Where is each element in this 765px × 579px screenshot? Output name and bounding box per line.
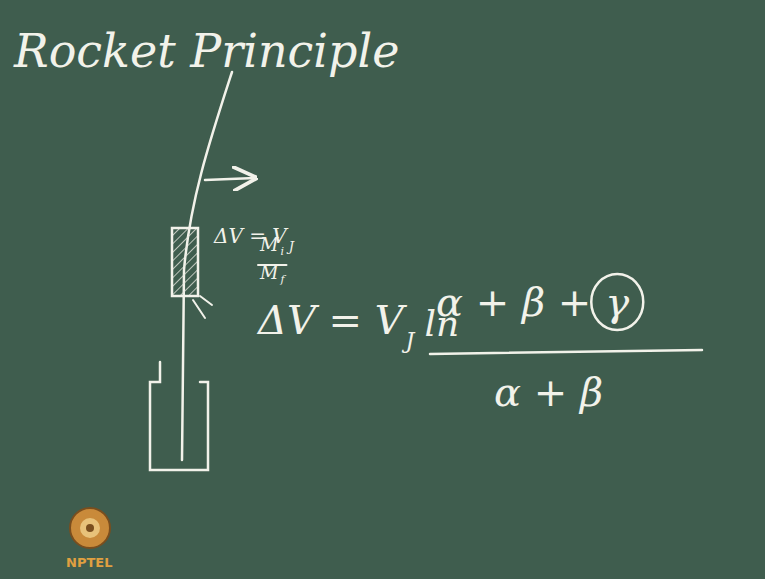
- equation-part: ΔV = V: [258, 300, 404, 340]
- circled-term: γ: [605, 282, 629, 322]
- numerator: α + β +: [436, 282, 591, 322]
- subscript: J: [289, 240, 294, 253]
- subscript: i: [280, 246, 284, 257]
- denominator: M: [260, 264, 278, 282]
- highlight-circle: [591, 274, 643, 330]
- exhaust-mark: [200, 296, 212, 305]
- subscript: J: [406, 330, 415, 352]
- motion-arrow: [205, 178, 255, 180]
- exhaust-mark: [193, 300, 205, 318]
- rocket-body: [172, 228, 198, 296]
- fraction-bar: [430, 350, 702, 354]
- denominator: α + β: [494, 372, 603, 412]
- nptel-logo: [70, 508, 110, 548]
- subscript: f: [280, 274, 284, 285]
- logo-text: NPTEL: [66, 556, 112, 569]
- board-title: Rocket Principle: [14, 28, 399, 74]
- launch-tower: [150, 362, 208, 470]
- numerator: M: [260, 236, 278, 254]
